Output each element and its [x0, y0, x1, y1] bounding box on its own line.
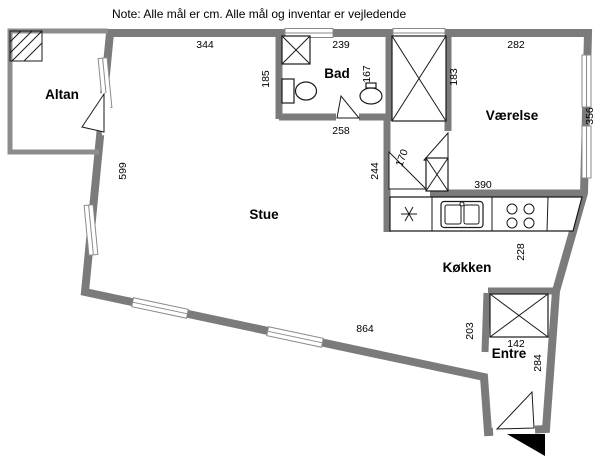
wardrobe-xroom: [391, 35, 447, 122]
note-text: Note: Alle mål er cm. Alle mål og invent…: [112, 7, 406, 21]
altan-hatch: [9, 30, 43, 62]
window-vaerelse-right-lower: [581, 125, 592, 179]
labels: Note: Alle mål er cm. Alle mål og invent…: [45, 7, 596, 372]
measurement-bad-right: 167: [361, 65, 373, 83]
measurement-koekken-top: 390: [474, 179, 492, 191]
measurement-stue-bottom: 864: [356, 323, 374, 335]
measurement-stue-top: 344: [196, 39, 214, 51]
room-label-entre: Entre: [492, 346, 527, 361]
entre-door-swing: [495, 390, 535, 430]
koekken-door-swing: [388, 150, 428, 190]
dishwasher-symbol: [401, 206, 417, 222]
measurement-entre-left: 203: [464, 322, 476, 340]
kitchen-sink: [440, 200, 484, 229]
measurement-vaerelse-left: 183: [448, 68, 460, 86]
corridor-cabinet: [425, 157, 449, 192]
fixtures: [9, 30, 583, 338]
entrance-door-triangle: [507, 434, 545, 456]
stove: [506, 203, 535, 229]
measurement-vaerelse-right: 356: [584, 107, 596, 125]
window-stue-bottom-left: [131, 297, 189, 319]
measurement-corridor-door: 170: [394, 148, 411, 169]
measurement-corridor-left: 244: [369, 162, 381, 180]
measurement-koekken-right: 228: [515, 243, 527, 261]
exterior-wall: [80, 29, 593, 437]
measurement-entre-bottom: 142: [507, 338, 525, 350]
window-vaerelse-right-upper: [581, 54, 592, 108]
bathroom-sink: [359, 82, 383, 105]
shower: [281, 35, 311, 65]
room-label-vaerelse: Værelse: [486, 108, 539, 123]
room-label-bad: Bad: [324, 66, 350, 81]
kitchen-counter: [389, 196, 583, 232]
measurement-bad-top: 239: [332, 39, 350, 51]
measurement-stue-left: 599: [117, 162, 129, 180]
measurement-entre-right: 284: [532, 354, 544, 372]
toilet: [281, 78, 318, 104]
window-stue-left-lower: [83, 204, 99, 256]
measurement-bad-left: 185: [260, 70, 272, 88]
measurement-bad-bottom: 258: [332, 125, 350, 137]
room-label-koekken: Køkken: [443, 260, 492, 275]
room-label-stue: Stue: [249, 207, 279, 222]
measurement-vaerelse-top: 282: [507, 39, 525, 51]
window-stue-bottom-right: [266, 326, 324, 348]
room-label-altan: Altan: [45, 87, 79, 102]
altan-door-swing: [81, 92, 105, 133]
wall-entre-left: [481, 292, 491, 353]
doors: [81, 92, 545, 456]
bad-door-swing: [336, 94, 361, 119]
entre-wardrobe: [489, 293, 549, 338]
altan-wall: [7, 28, 108, 155]
